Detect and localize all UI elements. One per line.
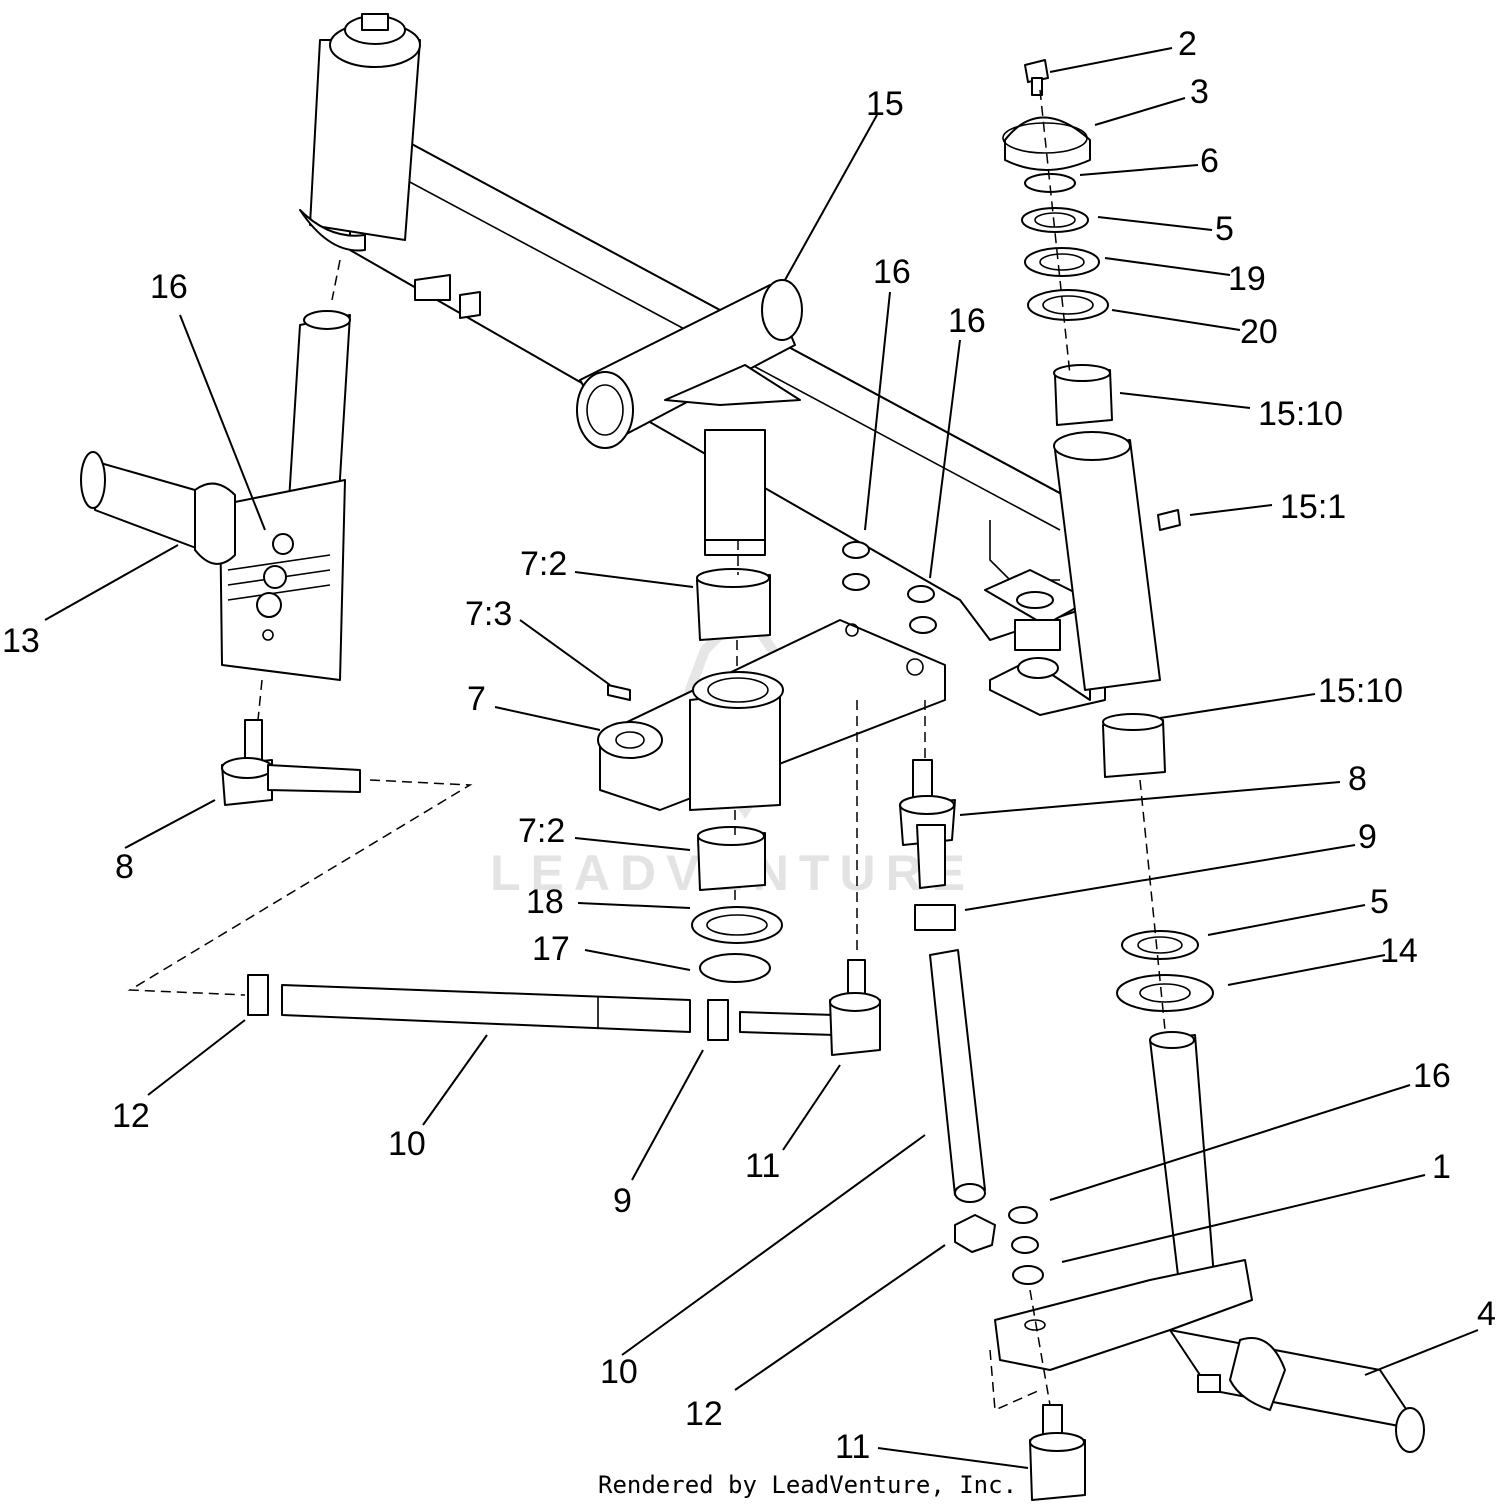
callout-16: 16 [1413,1057,1451,1095]
tie-rod-end-bottom [1029,1404,1086,1501]
left-axle-tube [299,13,421,252]
tie-rod-horizontal [247,959,881,1056]
callout-12: 12 [685,1395,723,1433]
callout-labels: 2 3 6 5 19 20 15:10 15:1 15:10 15 16 16 … [2,25,1496,1466]
callout-7-2: 7:2 [518,812,565,850]
callout-6: 6 [1200,142,1219,180]
callout-9: 9 [613,1182,632,1220]
callout-13: 13 [2,622,40,660]
callout-15-10: 15:10 [1258,395,1343,433]
callout-15-1: 15:1 [1280,488,1346,526]
footer-credit: Rendered by LeadVenture, Inc. [598,1471,1017,1499]
callout-11: 11 [835,1428,870,1466]
callout-20: 20 [1240,313,1278,351]
arm-nuts [842,541,937,634]
steering-arm [597,568,946,983]
callout-15: 15 [866,85,904,123]
axle-pivot-tube [576,279,803,556]
callout-17: 17 [532,930,570,968]
callout-7-2: 7:2 [520,545,567,583]
callout-2: 2 [1178,25,1197,63]
callout-5: 5 [1370,883,1389,921]
callout-5: 5 [1215,210,1234,248]
callout-14: 14 [1380,932,1418,970]
callout-16: 16 [873,253,911,291]
left-spindle [80,310,351,681]
tie-rod-end-right [899,759,956,931]
callout-8: 8 [115,848,134,886]
center-lines [127,89,1166,1412]
leader-lines [44,47,1479,1469]
callout-16: 16 [150,268,188,306]
callout-10: 10 [600,1353,638,1391]
callout-19: 19 [1228,260,1266,298]
right-top-hardware [1002,59,1109,321]
right-spindle [994,930,1425,1453]
tie-rod-diagonal [929,949,1044,1285]
callout-12: 12 [112,1097,150,1135]
callout-3: 3 [1190,73,1209,111]
callout-7-3: 7:3 [465,595,512,633]
callout-16: 16 [948,302,986,340]
callout-8: 8 [1348,760,1367,798]
callout-9: 9 [1358,818,1377,856]
callout-11: 11 [745,1147,780,1185]
callout-1: 1 [1432,1148,1451,1186]
callout-15-10: 15:10 [1318,672,1403,710]
right-steering-tube [1053,364,1181,778]
callout-10: 10 [388,1125,426,1163]
tie-rod-end-left [221,719,361,806]
callout-4: 4 [1477,1295,1496,1333]
callout-18: 18 [526,883,564,921]
callout-7: 7 [467,680,486,718]
